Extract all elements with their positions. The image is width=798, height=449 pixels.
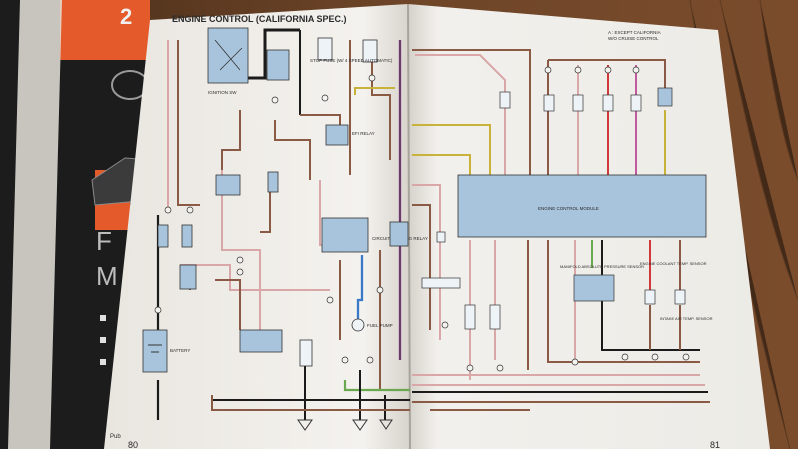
page-number-right: 81 xyxy=(710,440,720,449)
manifold-pressure-sensor xyxy=(573,274,615,302)
ignition-sw-label: IGNITION SW xyxy=(208,90,237,95)
coolant-temp-label: ENGINE COOLANT TEMP. SENSOR xyxy=(640,261,707,266)
efi-relay xyxy=(325,124,349,146)
manifold-sensor-label: MANIFOLD ABSOLUTE PRESSURE SENSOR xyxy=(560,264,644,269)
diagram-title: ENGINE CONTROL (CALIFORNIA SPEC.) xyxy=(172,14,347,24)
right-page-components: ENGINE CONTROL MODULE MANIFOLD ABSOLUTE … xyxy=(421,66,713,372)
svg-text:M: M xyxy=(96,261,118,291)
svg-text:2: 2 xyxy=(120,4,132,29)
fuel-pump-motor xyxy=(351,318,365,332)
publisher-mark: Pub xyxy=(110,434,121,440)
left-page-components: IGNITION SW EFI RELAY BATTERY CIRCUIT OP… xyxy=(142,27,428,431)
ecm-label: ENGINE CONTROL MODULE xyxy=(538,206,599,211)
stop-fuse-note: STOP FUSE (W/ 4 SPEED AUTOMATIC) xyxy=(310,58,393,63)
battery-label: BATTERY xyxy=(170,348,190,353)
page-number-left: 80 xyxy=(128,440,138,449)
battery xyxy=(142,329,168,373)
fuel-pump-label: FUEL PUMP xyxy=(367,323,393,328)
circuit-opening-relay xyxy=(321,217,369,253)
engine-control-module xyxy=(457,174,707,238)
svg-text:F: F xyxy=(96,226,112,256)
legend-line-1: A : EXCEPT CALIFORNIA xyxy=(608,30,661,35)
air-temp-label: INTAKE AIR TEMP. SENSOR xyxy=(660,316,713,321)
legend-line-2: W/O CRUISE CONTROL xyxy=(608,36,659,41)
efi-relay-label: EFI RELAY xyxy=(352,131,375,136)
